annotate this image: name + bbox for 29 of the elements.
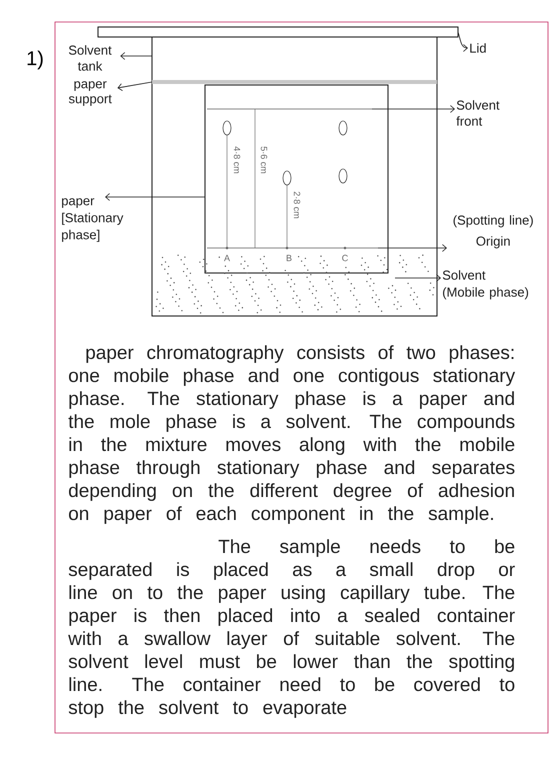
paper-support [152,80,437,84]
leader-arrow [117,82,152,92]
paper-strip [204,84,388,274]
callout-label: Solvent front [456,100,500,126]
leader-arrow [394,274,441,282]
paragraph: The sample needs to be separated is placed as a small drop or line on to the paper using capillary tube. The paper is then placed into a sealed container with a swallow layer of suitable solvent. The solvent level must be lower than the spotting line. The container need to be covered to stop the solvent to evaporate [68,539,515,718]
spot-letter: C [342,254,348,262]
leader-arrow [372,105,455,113]
dimension-label: 5·6 cm [260,146,268,174]
question-number: 1) [28,50,43,70]
callout-label: Lid [470,43,486,53]
spot-letter: A [224,254,230,262]
dimension-label: 2·8 cm [294,192,300,218]
lid [98,26,458,38]
paragraph: paper chromatography consists of two phases: one mobile phase and one contigous stationary phase. The stationary phase is a paper and the mole phase is a solvent. The compounds in the mixture moves along with the mobile phase through stationary phase and separates depending on the different degree of adhesion on paper of each component in the sample. [68,345,516,524]
solvent-layer [156,254,434,314]
leader-arrow [458,32,468,52]
callout-label: Solvent (Mobile phase) [442,270,528,300]
leader-arrow [378,244,447,252]
callout-label: paper support [68,81,112,106]
dimension-label: 4·8 cm [234,146,240,174]
callout-label: (Spotting line) Origin [454,215,533,248]
solvent-tank [152,36,438,316]
solvent-front-line [206,108,372,110]
callout-label: paper [Stationary phase] [62,198,124,242]
leader-arrow [105,193,206,201]
leader-arrow [120,52,152,60]
callout-label: Solvent tank [68,45,112,71]
spot-letter: B [286,254,292,262]
